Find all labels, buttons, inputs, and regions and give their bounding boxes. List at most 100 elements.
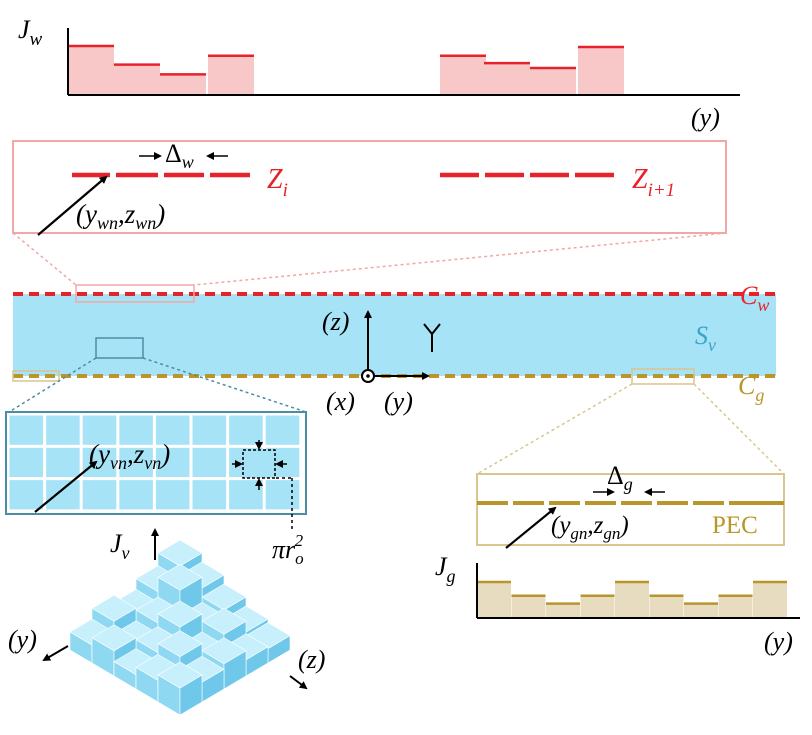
ground-edge-marker [12,370,60,382]
iso-block-top-face [157,661,203,689]
jg-bar [753,582,787,618]
jg-bar [477,582,511,618]
grid-cell [9,480,44,510]
grid-cell [155,480,190,510]
wire-zoom-box [12,140,727,234]
jg-bar [546,603,580,618]
jv-z-arrow [289,675,308,690]
iso-block-top-face [201,637,247,665]
grid-cell [155,415,190,445]
jg-bar [718,595,753,618]
jg-bar [684,603,718,618]
ygn-label: (ygn,zgn) [551,512,629,543]
iso-block-top-face [157,600,203,628]
iso-block-top-face [157,630,203,657]
grid-cell [119,415,153,445]
jg-histogram: Jg (y) [435,552,800,656]
zi1-label: Zi+1 [632,164,675,201]
cw-label: Cw [740,281,769,315]
slab-detail-marker [95,337,144,359]
grid-cells [9,415,300,510]
iso-blocks [69,539,291,716]
grid-cell [265,480,300,510]
z-axis-label: (z) [322,307,349,336]
slab-zoom-line-right [142,357,307,413]
grid-cell [119,480,153,510]
delta-g-label: Δg [607,461,633,494]
jg-bars [477,580,787,618]
jw-bars [68,44,624,95]
wire-zoom-line-right [193,232,727,286]
jw-bar [484,63,530,95]
jw-y-axis-label: (y) [691,103,720,132]
ygn-pointer-arrow [505,506,557,549]
jw-bar [68,46,114,95]
grid-cell [46,480,80,510]
jv-axis-label: Jv [110,529,130,563]
grid-cell [46,415,80,445]
iso-block-top-face [157,563,203,591]
jv-z-label: (z) [298,645,325,674]
yvn-label: (yvn,zvn) [89,439,170,473]
delta-w-label: Δw [165,139,194,172]
grid-cell [82,447,117,478]
jw-bar [578,46,624,95]
main-cross-section: (z) (x) (y) Cw Sv Cg [12,281,776,416]
wire-zoom-panel: Δw Zi Zi+1 (ywn,zwn) [12,139,727,236]
pixel-cell-dashed [242,449,276,479]
jg-bar [580,595,615,618]
dielectric-slab [13,294,776,376]
cg-label: Cg [738,371,764,405]
iso-block-top-face [91,624,137,652]
ground-detail-marker [631,368,695,385]
grid-cell [155,447,190,478]
grid-cell [46,447,80,478]
jv-3d-histogram: Jv (y) (z) [8,528,325,716]
ground-zoom-box [476,473,785,546]
grid-cell [119,447,153,478]
grid-cell [9,447,44,478]
wire-zoom-line-left [12,232,77,286]
grid-cell [229,415,263,445]
grid-cell [192,415,227,445]
slab-zoom-line-left [8,357,97,413]
wire-detail-marker [75,284,195,303]
ywn-label: (ywn,zwn) [76,199,165,233]
jg-y-axis-label: (y) [764,627,793,656]
jg-bar [511,595,546,618]
jw-bar [530,68,576,95]
ground-zoom-panel: Δg (ygn,zgn) PEC [476,461,785,549]
jg-axis-label: Jg [435,552,456,586]
x-axis-dot [366,374,370,378]
jw-bar [440,55,486,95]
grid-cell [9,415,44,445]
grid-cell [265,415,300,445]
jw-bar [114,64,160,95]
y-axis-label: (y) [384,387,413,416]
pec-label: PEC [712,512,758,539]
grid-cell [82,415,117,445]
x-axis-label: (x) [326,387,355,416]
yvn-pointer-arrow [34,460,98,513]
grid-cell [229,480,263,510]
iso-block-top-face [91,594,137,622]
slab-grid-zoom-panel: (yvn,zvn) πro2 [5,411,307,568]
jv-y-arrow [42,645,69,662]
jg-bar [615,582,649,618]
jg-bar [649,595,684,618]
grid-cell [82,480,117,510]
pi-r-label: πro2 [272,531,304,568]
ywn-pointer-arrow [37,175,108,236]
zi-label: Zi [267,164,288,201]
jw-histogram: Jw (y) [18,15,740,132]
antenna-icon [423,323,441,352]
jw-bar [208,55,254,95]
iso-block-top-face [201,607,247,635]
grid-cell [192,480,227,510]
grid-cell [192,447,227,478]
jw-bar [160,74,206,95]
jw-axis-label: Jw [18,15,43,50]
jv-y-label: (y) [8,625,37,654]
